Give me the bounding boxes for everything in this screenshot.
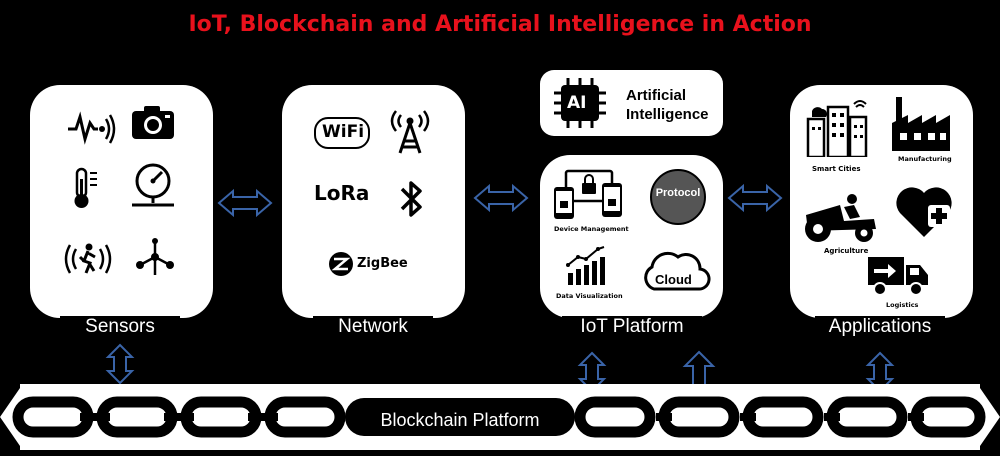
iot-platform-card: Device Management Protocol Data Visualiz… [540,155,723,318]
network-platform-arrow [474,185,528,211]
bluetooth-icon [400,181,422,217]
chain-connector [824,413,840,421]
blockchain-label-pill [345,398,575,436]
blockchain-label: Blockchain Platform [380,410,540,430]
chain-connector [740,413,756,421]
protocol-label: Protocol [655,187,701,199]
zigbee-label: ZigBee [357,256,408,271]
manufacturing-label: Manufacturing [898,155,952,163]
camera-icon [132,106,174,139]
motion-sensor-icon [64,243,112,274]
chain-connector [164,413,194,421]
smart-cities-icon [806,100,868,157]
cloud-icon [644,251,711,291]
wifi-label: WiFi [322,122,365,142]
manufacturing-icon [892,97,950,151]
logistics-truck-icon [868,257,928,296]
platform-applications-arrow [728,185,782,211]
health-heart-icon [896,187,952,237]
smart-cities-label: Smart Cities [812,165,861,173]
ai-box: AI Artificial Intelligence [540,70,723,136]
chain-connector [908,413,924,421]
chain-connector [656,413,672,421]
agriculture-tractor-icon [805,194,876,242]
pulse-sensor-icon [68,111,116,145]
ai-text-line2: Intelligence [626,106,709,123]
iot-platform-label: IoT Platform [562,316,702,338]
diagram-title: IoT, Blockchain and Artificial Intellige… [188,12,812,37]
blockchain-band [0,384,1000,450]
ai-chip-icon [554,78,606,128]
applications-label: Applications [815,316,945,338]
chain-connector [80,413,110,421]
sensors-card [30,85,213,318]
data-visualization-label: Data Visualization [556,292,623,300]
zigbee-icon [329,252,353,276]
protocol-icon: Protocol [650,169,706,225]
thermometer-icon [74,167,97,208]
logistics-label: Logistics [886,301,919,309]
sensors-network-arrow [218,190,272,216]
applications-card: Smart Cities Manufacturing Agriculture [790,85,973,318]
chain-link [574,396,656,438]
data-visualization-icon [566,246,605,285]
network-card: WiFi LoRa ZigBee [282,85,465,318]
device-management-icon [554,169,622,219]
sensors-label: Sensors [60,316,180,338]
wifi-badge: WiFi [314,117,370,149]
network-label: Network [313,316,433,338]
chain-connector [248,413,278,421]
pressure-gauge-icon [132,163,174,207]
antenna-tower-icon [390,110,430,154]
ai-badge-label: AI [567,93,587,113]
node-sensor-icon [136,238,174,275]
device-management-label: Device Management [554,225,629,233]
cloud-label: Cloud [655,272,692,287]
agriculture-label: Agriculture [824,247,869,255]
ai-text-line1: Artificial [626,87,687,104]
lora-label: LoRa [314,181,370,205]
ai-text: Artificial Intelligence [626,86,709,124]
